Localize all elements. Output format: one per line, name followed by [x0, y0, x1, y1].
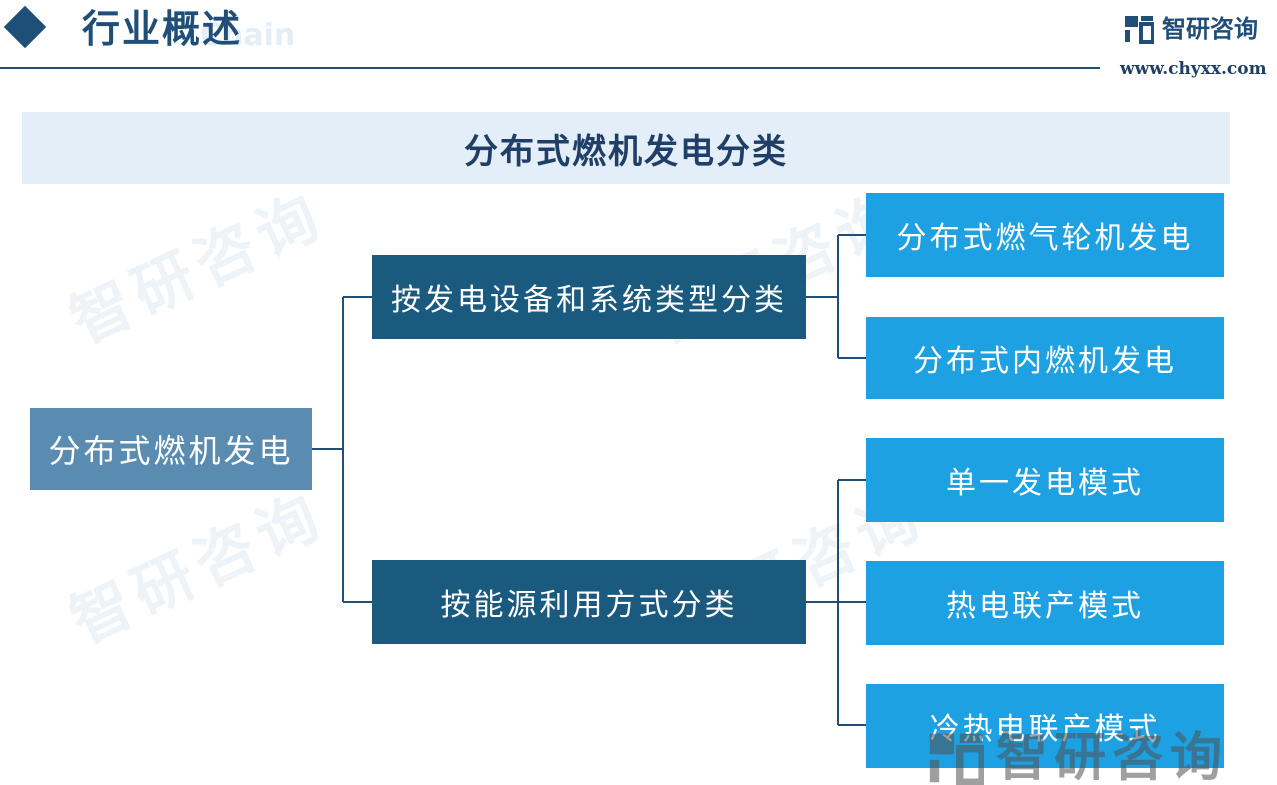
node-leaf-single-power: 单一发电模式	[866, 438, 1224, 522]
node-branch-equipment: 按发电设备和系统类型分类	[372, 255, 806, 339]
diagram-title-banner: 分布式燃机发电分类	[22, 112, 1230, 184]
header-divider	[0, 67, 1100, 69]
node-branch-energy-use: 按能源利用方式分类	[372, 560, 806, 644]
node-leaf-gas-turbine: 分布式燃气轮机发电	[866, 193, 1224, 277]
node-root: 分布式燃机发电	[30, 408, 312, 490]
header-ghost-text: Chain	[200, 18, 296, 53]
brand-name: 智研咨询	[1162, 15, 1258, 43]
node-leaf-internal-combustion: 分布式内燃机发电	[866, 317, 1224, 399]
diagram-title: 分布式燃机发电分类	[464, 131, 788, 172]
node-leaf-cchp: 冷热电联产模式	[866, 684, 1224, 768]
brand-url: www.chyxx.com	[1120, 59, 1267, 79]
watermark-logo-icon	[929, 733, 984, 785]
page-title: 行业概述	[82, 7, 243, 51]
brand-logo-icon	[1125, 16, 1154, 44]
brand: 智研咨询	[1124, 14, 1258, 44]
node-leaf-chp: 热电联产模式	[866, 561, 1224, 645]
watermark-brand-text: 智研咨询	[996, 728, 1229, 785]
bottom-watermark: 智研咨询	[928, 728, 1228, 785]
